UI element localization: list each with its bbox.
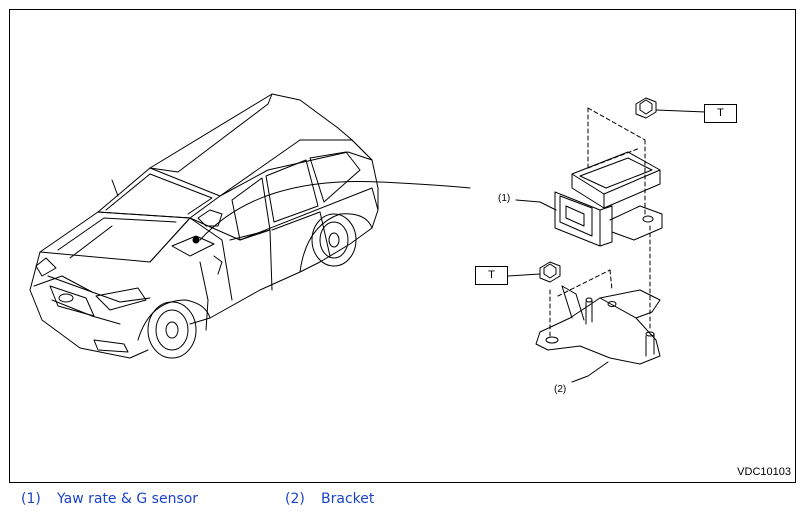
legend-text: Bracket [321,491,375,507]
callout-2-label: (2) [554,384,567,395]
legend-item-sensor: (1) Yaw rate & G sensor [21,491,198,507]
legend-number: (1) [21,491,41,507]
legend-number: (2) [285,491,305,507]
reference-code: VDC10103 [737,466,791,478]
diagram-frame [9,9,796,483]
torque-mark-top: T [704,104,737,123]
torque-mark-bottom: T [475,266,508,285]
yaw-rate-sensor-illustration [554,97,663,331]
vehicle-outline [29,93,379,359]
location-leader-line [199,180,471,241]
torque-leader-bottom [507,273,541,277]
torque-leader-top [655,109,707,113]
legend-text: Yaw rate & G sensor [57,491,199,507]
legend: (1) Yaw rate & G sensor (2) Bracket [0,491,803,513]
callout-1-label: (1) [498,193,511,204]
callout-2-leader [571,361,609,383]
legend-item-bracket: (2) Bracket [285,491,374,507]
bracket-illustration [535,261,661,365]
callout-1-leader [515,199,557,211]
